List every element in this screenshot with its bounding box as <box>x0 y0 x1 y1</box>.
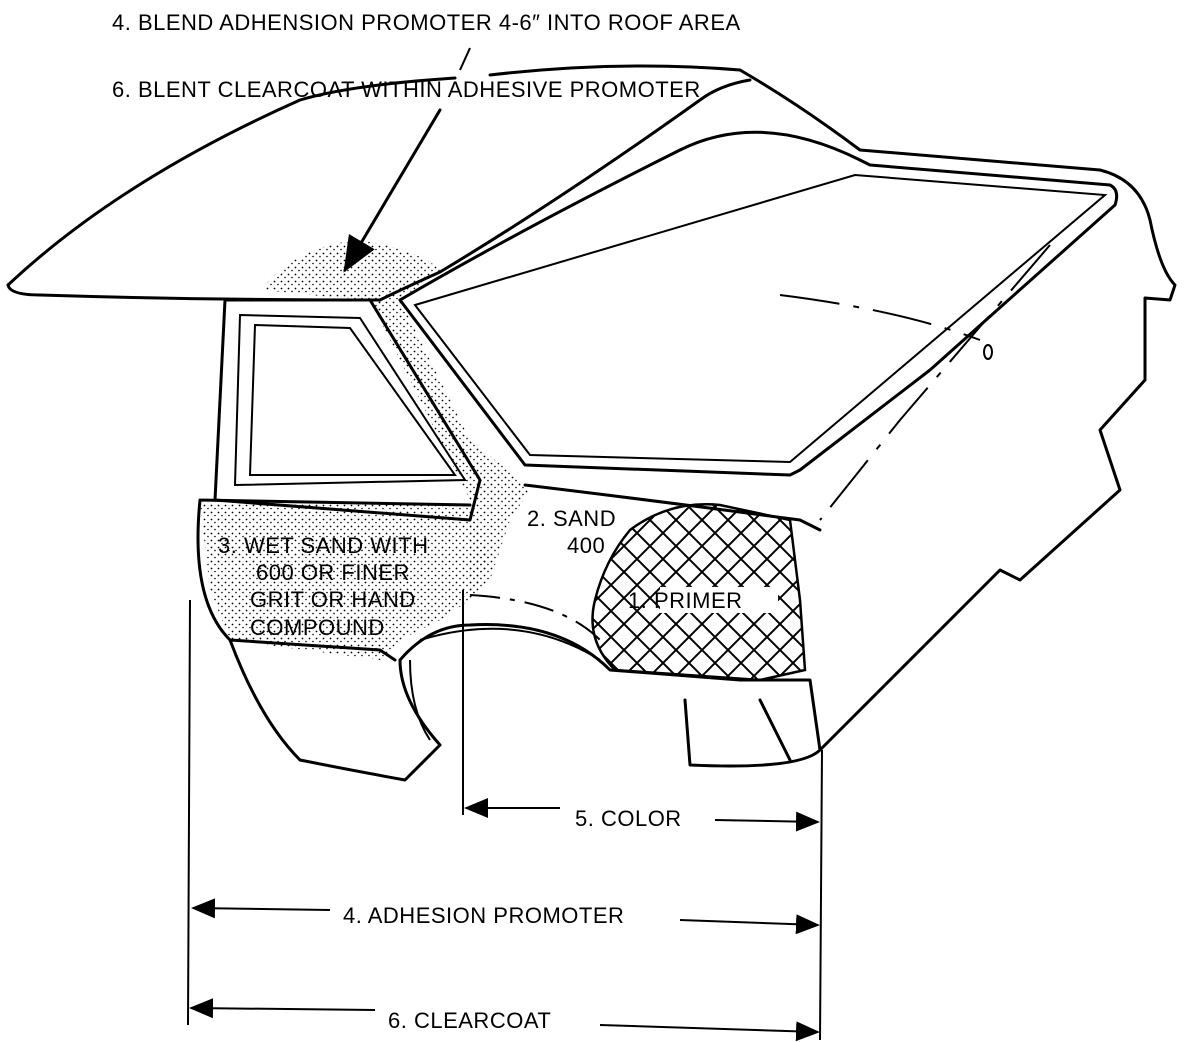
quarter-panel <box>196 483 822 782</box>
clearcoat-dim-left <box>189 998 376 1019</box>
back-glass <box>398 130 1119 477</box>
clearcoat-dim-right <box>599 1021 820 1042</box>
primer-label: 1. PRIMER <box>628 588 743 613</box>
clearcoat-dimension-label: 6. CLEARCOAT <box>388 1008 551 1033</box>
adhesion-dimension-label: 4. ADHESION PROMOTER <box>343 903 624 928</box>
color-dim-right <box>714 811 820 832</box>
wet-sand-line-2: 600 OR FINER <box>256 560 410 585</box>
color-dimension-label: 5. COLOR <box>575 806 682 831</box>
clearcoat-leader-arrow <box>343 108 442 273</box>
adhesion-dim-right <box>679 914 820 935</box>
note-blend-adhesion-roof: 4. BLEND ADHENSION PROMOTER 4-6″ INTO RO… <box>112 10 741 35</box>
roof-outline <box>6 64 1177 752</box>
pillar-stipple <box>370 300 530 600</box>
wet-sand-stipple <box>200 502 490 660</box>
sand-line-2: 400 <box>567 533 605 558</box>
adhesion-dim-left <box>191 898 331 919</box>
wet-sand-line-3: GRIT OR HAND <box>250 587 416 612</box>
wet-sand-line-4: COMPOUND <box>250 615 385 640</box>
note-blend-clearcoat: 6. BLENT CLEARCOAT WITHIN ADHESIVE PROMO… <box>112 77 701 102</box>
wet-sand-line-1: 3. WET SAND WITH <box>218 533 429 558</box>
sand-line-1: 2. SAND <box>527 506 616 531</box>
door-window <box>213 298 482 522</box>
